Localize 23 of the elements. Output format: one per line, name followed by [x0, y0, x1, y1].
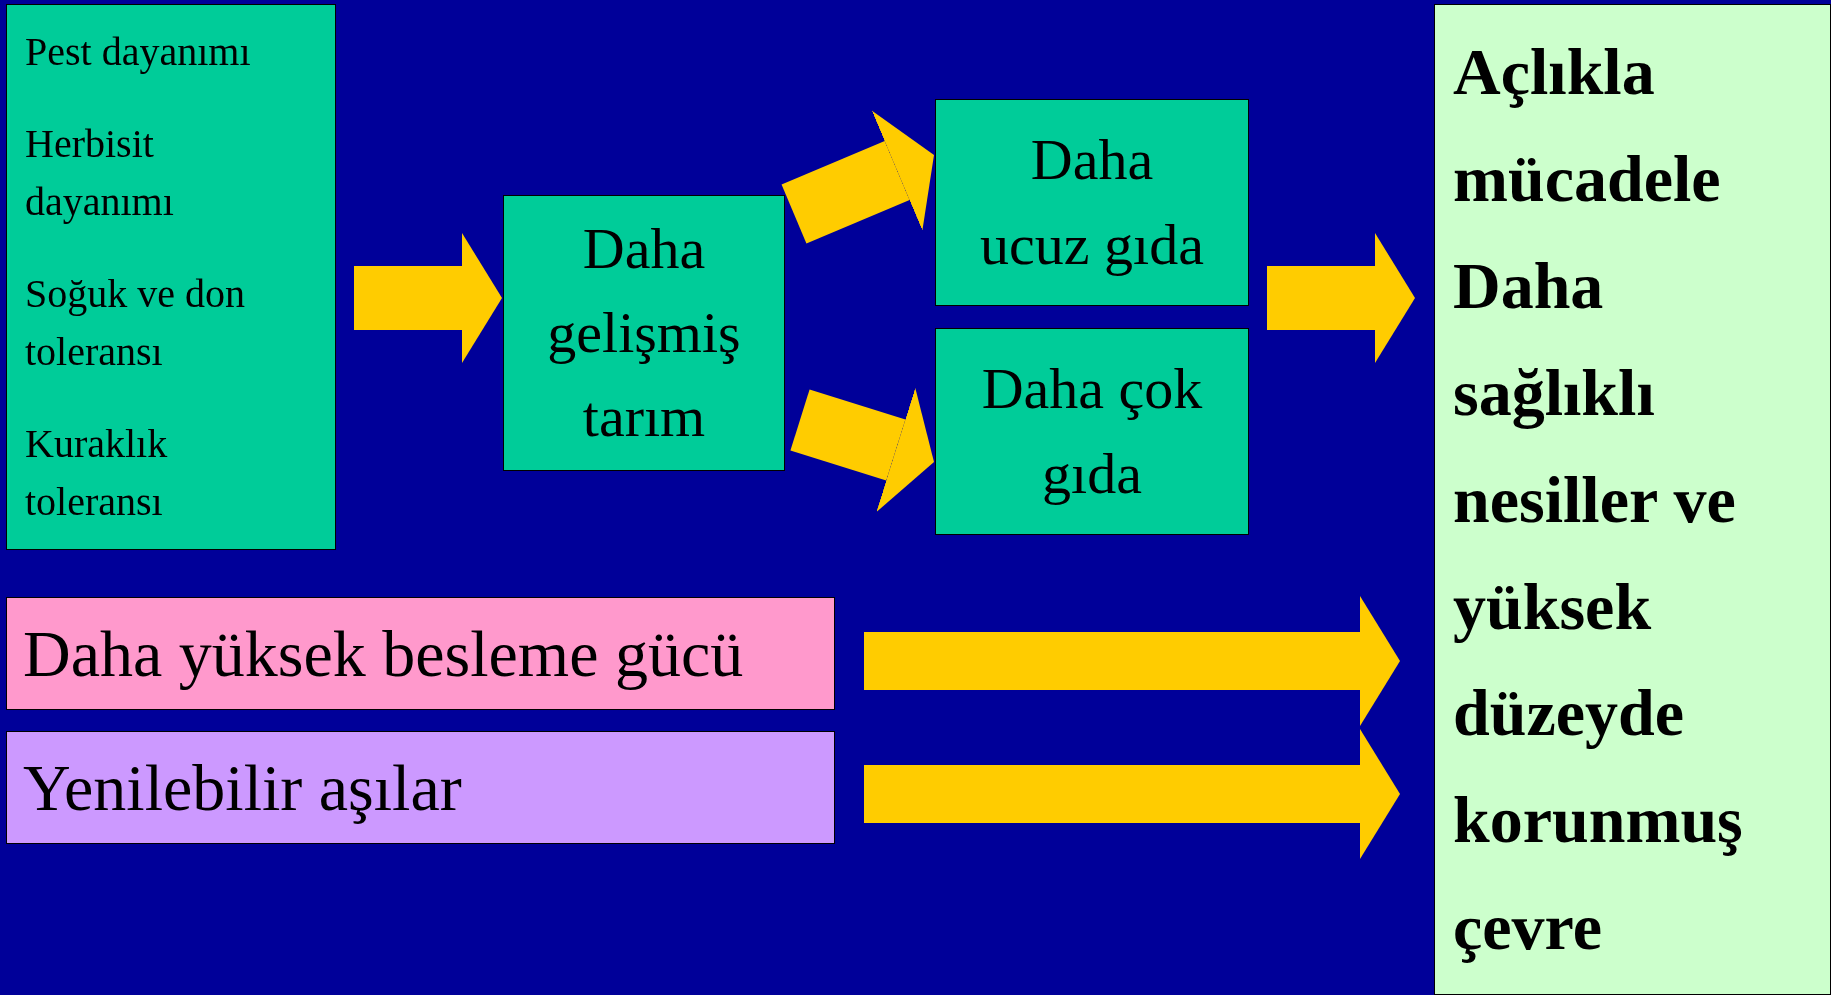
block-arrow — [1267, 233, 1415, 363]
outcome-box — [935, 328, 1249, 535]
goal-box — [1434, 4, 1831, 995]
trait-box — [6, 4, 336, 550]
block-arrow — [864, 729, 1400, 859]
node-text: Daha çok gıda — [980, 355, 1204, 508]
block-arrow — [354, 233, 502, 363]
outcome-box — [935, 99, 1249, 306]
node-text: Daha sağlıklı nesiller ve yüksek düzeyde korunmuş çevre — [1453, 247, 1744, 966]
node-text: Daha yüksek besleme gücü — [23, 615, 745, 692]
node-text: Daha gelişmiş tarım — [546, 214, 742, 452]
node-text: Pest dayanımı — [25, 28, 252, 76]
benefit-box — [6, 597, 835, 710]
node-text: Herbisit dayanımı — [25, 120, 175, 226]
outcome-box — [503, 195, 785, 471]
node-text: Soğuk ve don toleransı — [25, 270, 246, 376]
node-text: Açlıkla mücadele — [1453, 34, 1722, 217]
benefit-box — [6, 731, 835, 844]
block-arrow — [781, 110, 934, 244]
block-arrow — [790, 388, 934, 513]
node-text: Kuraklık toleransı — [25, 420, 169, 526]
node-text: Yenilebilir aşılar — [23, 749, 463, 826]
node-text: Daha ucuz gıda — [979, 126, 1205, 279]
